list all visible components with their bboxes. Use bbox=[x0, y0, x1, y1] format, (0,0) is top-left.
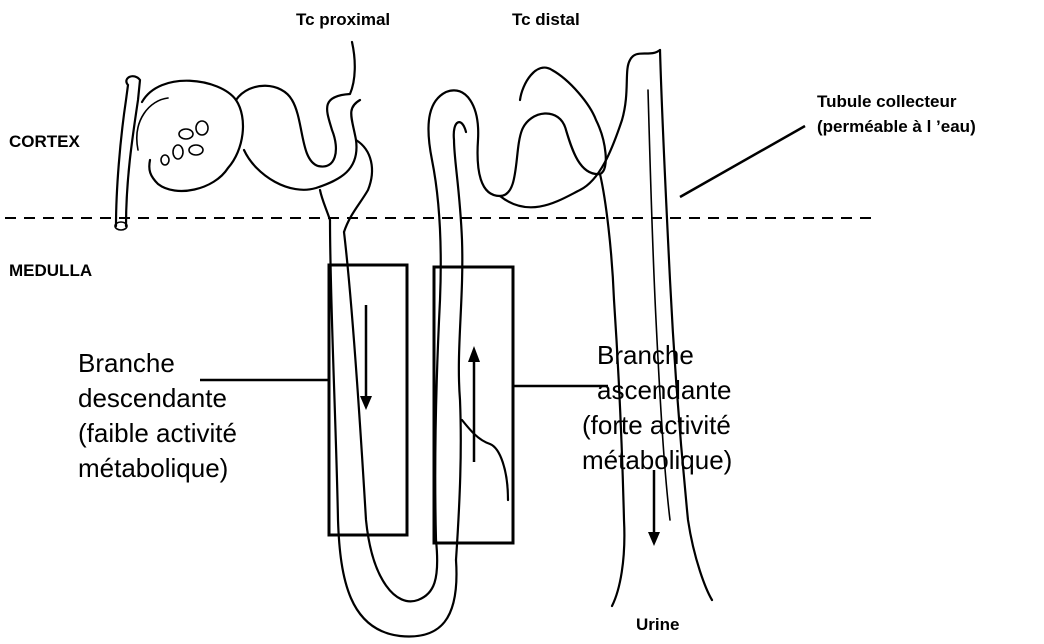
distal-tubule-wall bbox=[600, 174, 614, 300]
distal-tubule-inner bbox=[500, 50, 660, 207]
glomerulus-vessel bbox=[116, 76, 140, 226]
urine-flow-arrow bbox=[648, 470, 660, 546]
descending-limb-inner bbox=[344, 232, 437, 601]
asc-line-1: Branche bbox=[597, 340, 694, 370]
proximal-tubule-inner bbox=[244, 100, 360, 190]
tubule-collecteur-label: Tubule collecteur bbox=[817, 92, 957, 111]
glomerulus-cell bbox=[196, 121, 208, 135]
tc-distal-label: Tc distal bbox=[512, 10, 580, 29]
glomerulus-cell bbox=[161, 155, 169, 165]
glomerulus-cell bbox=[189, 145, 203, 155]
desc-line-3: (faible activité bbox=[78, 418, 237, 448]
ascending-limb-inner bbox=[454, 122, 466, 560]
asc-line-4: métabolique) bbox=[582, 445, 732, 475]
collector-leader-line bbox=[680, 126, 805, 197]
glomerulus-cell bbox=[173, 145, 183, 159]
asc-line-3: (forte activité bbox=[582, 410, 731, 440]
asc-line-2: ascendante bbox=[597, 375, 731, 405]
urine-label: Urine bbox=[636, 615, 679, 634]
proximal-tubule bbox=[236, 42, 355, 167]
tc-proximal-label: Tc proximal bbox=[296, 10, 390, 29]
distal-tubule bbox=[500, 68, 606, 196]
descending-flow-arrow bbox=[360, 305, 372, 410]
glomerulus-cell bbox=[179, 129, 193, 139]
desc-line-4: métabolique) bbox=[78, 453, 228, 483]
descending-limb-caption: Branche descendante (faible activité mét… bbox=[78, 348, 237, 483]
ascending-limb-caption: Branche ascendante (forte activité métab… bbox=[582, 340, 732, 475]
medulla-label: MEDULLA bbox=[9, 261, 92, 280]
tubule-collecteur-sub: (perméable à l ’eau) bbox=[817, 117, 976, 136]
ascending-flow-arrow bbox=[468, 346, 480, 462]
collecting-tubule-right bbox=[660, 50, 712, 600]
bowman-capsule-inner bbox=[137, 98, 168, 150]
cortex-label: CORTEX bbox=[9, 132, 81, 151]
ascending-limb-outer bbox=[428, 90, 500, 540]
proximal-tubule-wall bbox=[320, 190, 330, 220]
desc-line-2: descendante bbox=[78, 383, 227, 413]
ascending-limb-bulge bbox=[462, 420, 508, 500]
desc-line-1: Branche bbox=[78, 348, 175, 378]
